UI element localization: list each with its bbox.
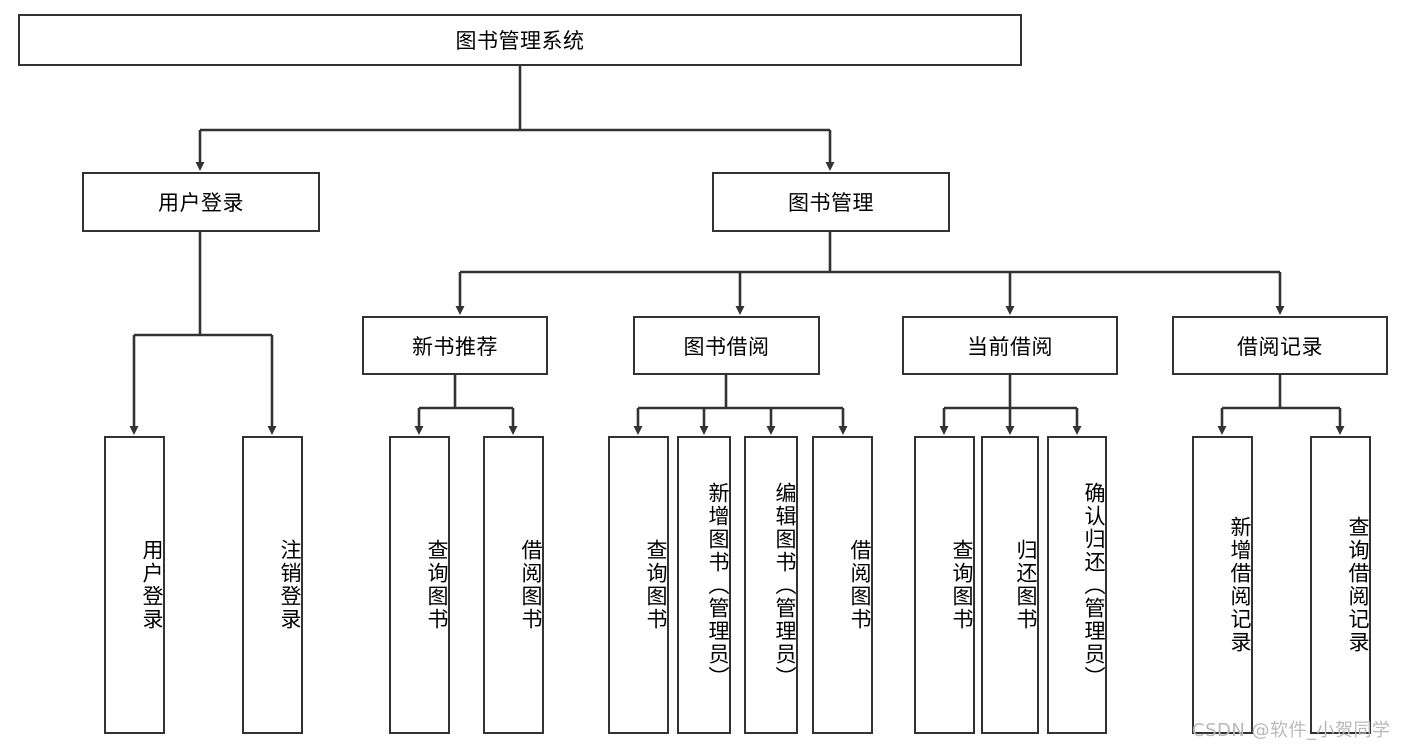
leaf-user-login[interactable]: 用户登录 [104,436,165,734]
node-user-login-label: 用户登录 [158,191,244,215]
leaf-borrow-query-book[interactable]: 查询图书 [608,436,669,734]
node-root-label: 图书管理系统 [455,29,585,53]
leaf-record-query[interactable]: 查询借阅记录 [1310,436,1371,734]
node-root[interactable]: 图书管理系统 [18,14,1022,66]
leaf-user-login-label: 用户登录 [140,539,164,631]
node-book-management-label: 图书管理 [788,191,874,215]
node-book-borrow-label: 图书借阅 [683,334,770,359]
leaf-current-confirm-return[interactable]: 确认归还（管理员） [1047,436,1107,734]
leaf-current-confirm-return-label: 确认归还（管理员） [1082,481,1106,689]
node-borrow-record-label: 借阅记录 [1237,334,1323,359]
csdn-watermark: CSDN @软件_小贺同学 [1192,720,1391,741]
leaf-recommend-borrow-book-label: 借阅图书 [519,539,543,631]
leaf-borrow-query-book-label: 查询图书 [644,539,668,631]
leaf-record-add[interactable]: 新增借阅记录 [1192,436,1253,734]
leaf-borrow-borrow-book-label: 借阅图书 [848,539,872,631]
node-book-management[interactable]: 图书管理 [712,172,950,232]
node-current-borrow-label: 当前借阅 [967,334,1053,359]
leaf-current-query-book[interactable]: 查询图书 [914,436,975,734]
leaf-current-return-book[interactable]: 归还图书 [981,436,1039,734]
leaf-borrow-add-book[interactable]: 新增图书（管理员） [677,436,731,734]
leaf-borrow-borrow-book[interactable]: 借阅图书 [812,436,873,734]
node-borrow-record[interactable]: 借阅记录 [1172,316,1388,375]
leaf-borrow-add-book-label: 新增图书（管理员） [706,481,730,689]
node-new-book-recommend-label: 新书推荐 [412,334,498,359]
leaf-recommend-query-book-label: 查询图书 [425,539,449,631]
leaf-user-logout-label: 注销登录 [278,539,302,631]
leaf-recommend-query-book[interactable]: 查询图书 [389,436,450,734]
leaf-current-query-book-label: 查询图书 [950,539,974,631]
leaf-current-return-book-label: 归还图书 [1014,539,1038,631]
node-book-borrow[interactable]: 图书借阅 [633,316,820,375]
leaf-user-logout[interactable]: 注销登录 [242,436,303,734]
leaf-borrow-edit-book-label: 编辑图书（管理员） [773,481,797,689]
leaf-recommend-borrow-book[interactable]: 借阅图书 [483,436,544,734]
leaf-record-query-label: 查询借阅记录 [1346,516,1370,654]
node-current-borrow[interactable]: 当前借阅 [902,316,1118,375]
leaf-borrow-edit-book[interactable]: 编辑图书（管理员） [744,436,798,734]
node-new-book-recommend[interactable]: 新书推荐 [362,316,548,375]
node-user-login[interactable]: 用户登录 [82,172,320,232]
leaf-record-add-label: 新增借阅记录 [1228,516,1252,654]
